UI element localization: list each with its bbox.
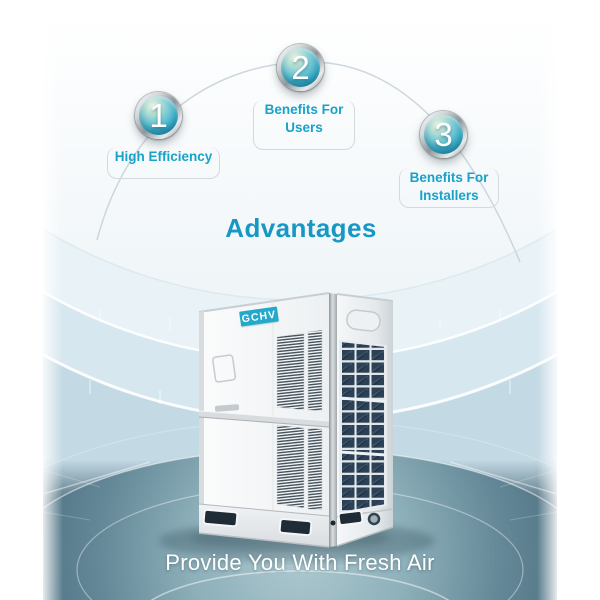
step-badge-3: 3 xyxy=(420,111,467,158)
unit-front-louvers xyxy=(276,329,323,511)
step-badge-1-circle: 1 xyxy=(139,96,178,135)
step-badge-2: 2 xyxy=(277,44,324,91)
step-3-number: 3 xyxy=(434,116,453,153)
unit-side-fork-slot xyxy=(337,509,364,526)
unit-front-fork-slot-1 xyxy=(202,508,239,528)
unit-corner-post xyxy=(329,293,337,547)
wall-panel-seams xyxy=(89,310,511,404)
step-2-number: 2 xyxy=(291,49,310,86)
page-title: Advantages xyxy=(225,213,377,243)
step-3-label-text: Benefits For Installers xyxy=(409,170,489,203)
step-badge-2-circle: 2 xyxy=(281,48,320,87)
step-label-benefits-for-users: Benefits For Users xyxy=(253,100,355,150)
hvac-unit-illustration xyxy=(159,292,435,561)
unit-access-panel xyxy=(212,354,237,383)
step-badge-1: 1 xyxy=(135,92,182,139)
step-label-high-efficiency: High Efficiency xyxy=(107,147,220,179)
tagline: Provide You With Fresh Air xyxy=(165,550,435,575)
step-2-label-text: Benefits For Users xyxy=(264,102,344,135)
unit-mid-divider xyxy=(199,411,329,427)
step-label-benefits-for-installers: Benefits For Installers xyxy=(399,168,499,208)
unit-side-grille xyxy=(339,339,387,515)
step-1-number: 1 xyxy=(149,97,168,134)
step-badge-3-circle: 3 xyxy=(424,115,463,154)
unit-side-handle xyxy=(346,309,381,332)
step-1-label-text: High Efficiency xyxy=(114,149,213,164)
unit-side-drain xyxy=(367,512,381,526)
unit-front-fork-slot-2 xyxy=(278,517,313,537)
